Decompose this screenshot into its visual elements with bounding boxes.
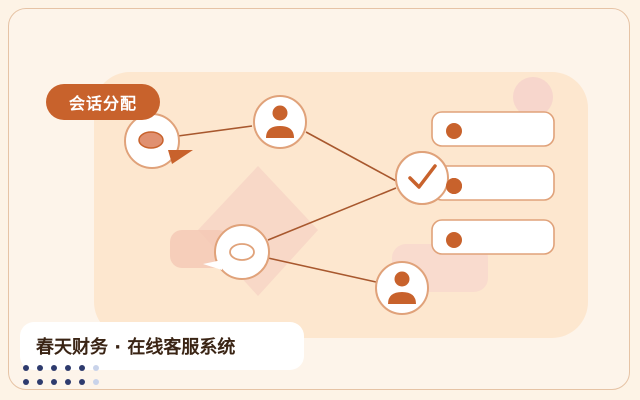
connector-line — [305, 131, 399, 183]
dot-grid-decoration — [23, 365, 99, 385]
connector-line — [267, 187, 397, 241]
session-assign-tag: 会话分配 — [46, 84, 160, 120]
connector-line — [267, 257, 377, 283]
page-title: 春天财务 · 在线客服系统 — [36, 337, 236, 358]
corner-circle — [513, 77, 553, 117]
footer-title-box: 春天财务 · 在线客服系统 — [20, 322, 304, 370]
user-icon — [253, 95, 307, 149]
list-item — [431, 219, 555, 255]
check-node-overlay — [395, 151, 462, 205]
chat-bubble-outline-icon — [203, 224, 270, 280]
connector-line — [177, 125, 253, 137]
user-icon — [375, 261, 429, 315]
chat-bubble-icon — [124, 113, 193, 169]
list-item — [431, 111, 555, 147]
